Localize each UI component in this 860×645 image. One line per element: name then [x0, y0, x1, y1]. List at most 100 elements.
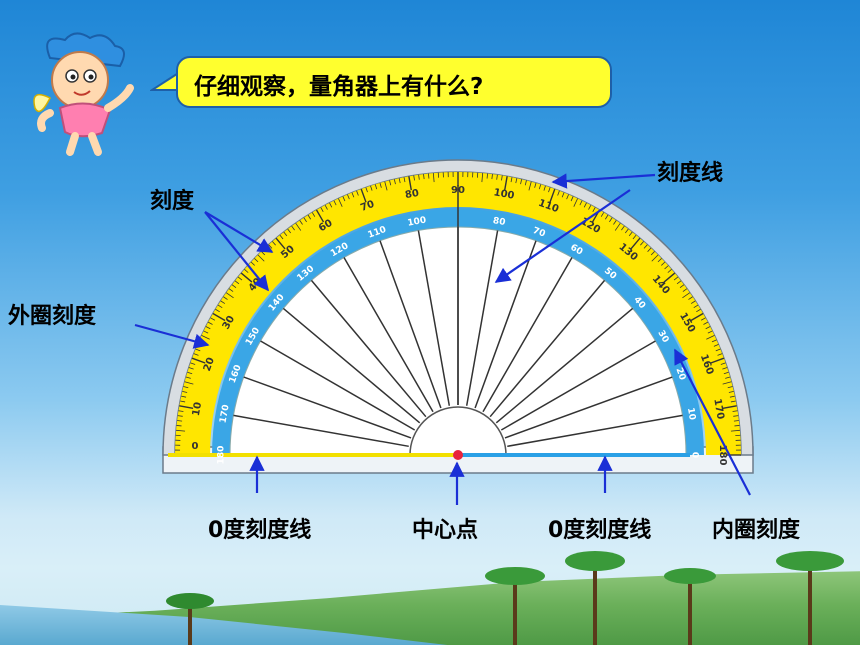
tick-mark — [549, 188, 556, 203]
tick-mark — [538, 184, 542, 190]
inner-scale-number: 80 — [492, 216, 506, 228]
question-text: 仔细观察，量角器上有什么? — [194, 74, 484, 100]
tick-mark — [663, 272, 676, 283]
tick-mark — [295, 222, 302, 231]
outer-scale-number: 80 — [404, 188, 420, 201]
tick-mark — [177, 420, 183, 422]
tick-mark — [543, 185, 546, 191]
radial-line — [504, 376, 673, 439]
tick-mark — [730, 429, 740, 432]
tick-mark — [185, 376, 191, 379]
radial-line — [379, 240, 442, 409]
tick-mark — [510, 177, 513, 183]
tick-mark — [729, 395, 735, 398]
tick-mark — [528, 181, 532, 191]
tick-mark — [205, 326, 211, 330]
tick-mark — [707, 330, 713, 334]
tick-mark — [193, 353, 199, 356]
arrow-scale-line-2 — [494, 189, 631, 283]
tick-mark — [182, 390, 188, 393]
tick-mark — [244, 269, 249, 273]
radial-line — [507, 414, 683, 448]
tick-mark — [423, 174, 425, 180]
tick-mark — [722, 381, 732, 385]
inner-scale-number: 10 — [685, 407, 697, 421]
tick-mark — [432, 173, 435, 183]
tick-mark — [347, 194, 350, 200]
tick-mark — [384, 181, 388, 191]
tick-mark — [690, 312, 704, 322]
radial-line — [343, 257, 434, 413]
tick-mark — [188, 367, 194, 370]
tick-mark — [696, 308, 701, 313]
outer-scale-number: 20 — [202, 356, 217, 373]
inner-scale-number: 0 — [690, 452, 700, 458]
tick-mark — [351, 192, 355, 198]
tick-mark — [727, 386, 733, 389]
tick-mark — [573, 198, 578, 207]
radial-line — [310, 279, 427, 418]
tick-mark — [223, 296, 228, 300]
tick-mark — [180, 400, 186, 403]
tick-mark — [496, 174, 498, 180]
tick-mark — [715, 348, 721, 352]
inner-scale-number: 70 — [531, 226, 546, 240]
inner-scale-number: 100 — [407, 216, 427, 229]
tick-mark — [403, 177, 406, 183]
arrow-inner-scale — [674, 348, 751, 496]
question-bubble: 仔细观察，量角器上有什么? — [176, 56, 612, 108]
radial-line — [489, 279, 606, 418]
inner-scale-number: 180 — [217, 446, 227, 465]
tick-mark — [583, 202, 587, 208]
tick-mark — [693, 304, 699, 309]
tick-mark — [661, 261, 666, 266]
radial-line — [260, 340, 416, 431]
tick-mark — [291, 225, 295, 231]
tick-mark — [703, 321, 709, 325]
tick-mark — [520, 179, 523, 185]
tick-mark — [481, 173, 484, 183]
tick-mark — [195, 348, 201, 352]
tick-mark — [723, 371, 729, 375]
tick-mark — [515, 178, 518, 184]
tick-mark — [254, 258, 259, 263]
tree-icon — [664, 568, 716, 645]
tick-mark — [184, 381, 194, 385]
tick-mark — [398, 178, 401, 184]
inner-scale-number: 20 — [673, 367, 687, 382]
tick-mark — [176, 429, 186, 432]
tick-mark — [566, 194, 569, 200]
tick-mark — [360, 188, 367, 203]
tick-mark — [329, 202, 333, 208]
tree-icon — [166, 593, 214, 645]
tick-mark — [486, 173, 488, 179]
tick-mark — [534, 182, 537, 188]
tick-mark — [613, 220, 617, 225]
arrow-scale-2 — [204, 211, 269, 292]
tick-mark — [413, 175, 415, 181]
tick-mark — [524, 180, 527, 186]
tick-mark — [203, 330, 209, 334]
tick-mark — [179, 405, 194, 409]
tick-mark — [257, 254, 265, 262]
tick-mark — [711, 339, 717, 343]
tick-mark — [614, 222, 621, 231]
tick-mark — [338, 198, 343, 207]
tick-mark — [228, 288, 234, 292]
radial-line — [243, 376, 412, 439]
tick-mark — [732, 410, 738, 412]
tick-mark — [176, 425, 182, 427]
tick-mark — [688, 296, 693, 300]
tick-mark — [501, 175, 503, 181]
tree-icon — [485, 567, 545, 645]
tick-mark — [279, 234, 284, 240]
tick-mark — [187, 371, 193, 375]
tick-mark — [275, 237, 286, 250]
tick-mark — [664, 265, 669, 270]
outer-scale-band — [175, 172, 741, 455]
radial-line — [417, 230, 451, 406]
tick-mark — [231, 284, 237, 289]
tick-mark — [673, 276, 679, 281]
tick-mark — [207, 321, 213, 325]
